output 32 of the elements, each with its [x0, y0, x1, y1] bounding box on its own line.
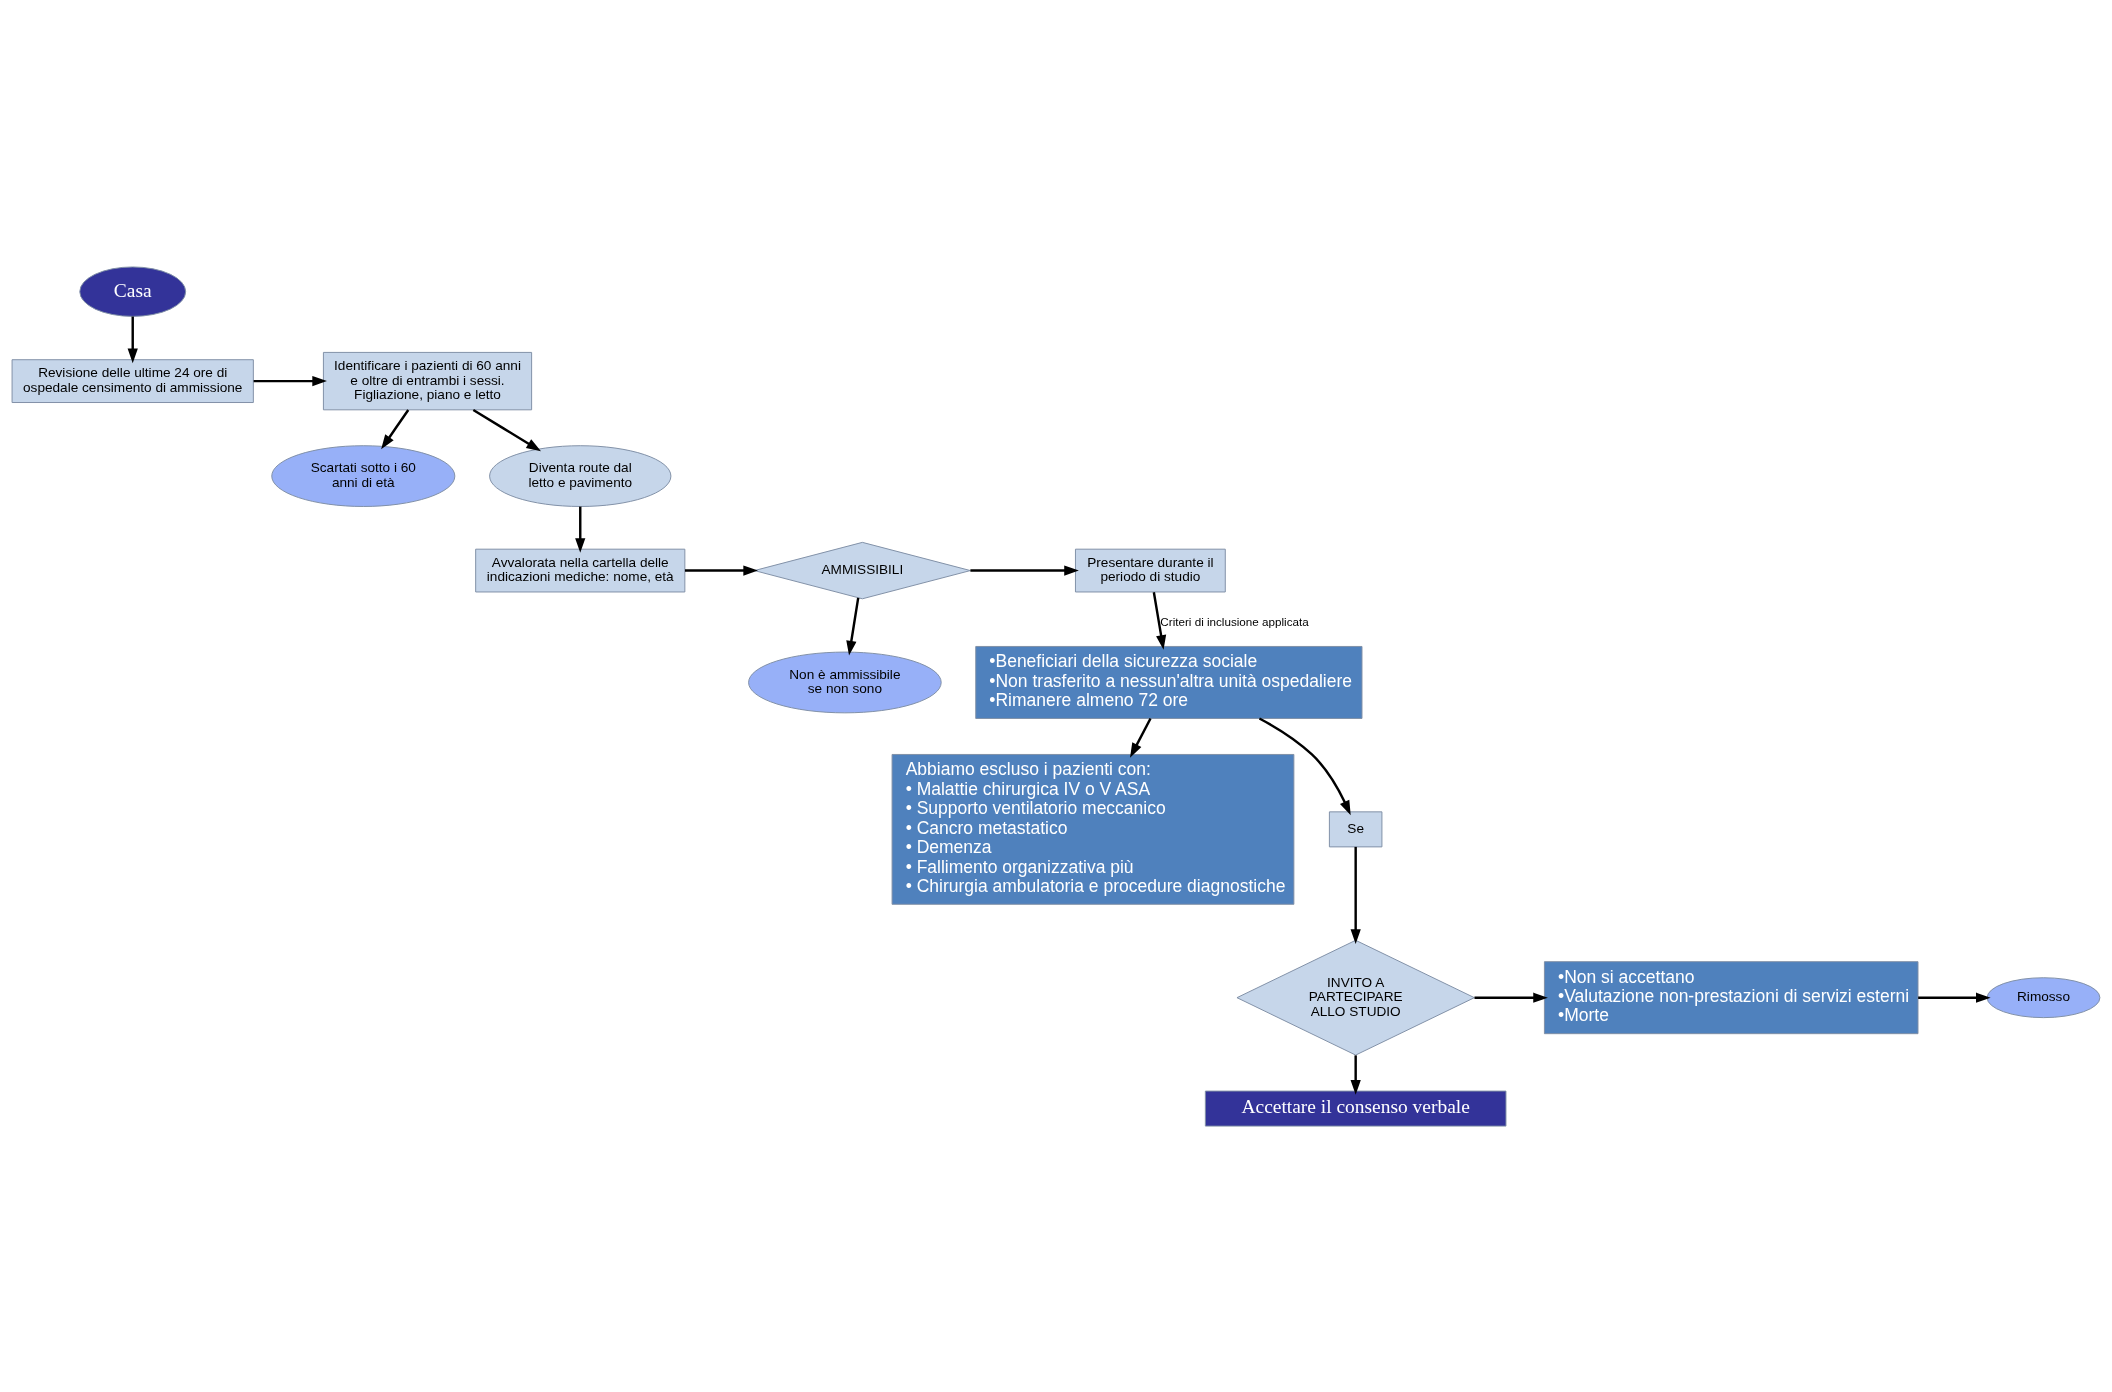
- arrow: [1130, 717, 1152, 758]
- node-box: Se: [1328, 810, 1383, 847]
- node-box: Avvalorata nella cartella delle indicazioni mediche: nome, età: [475, 548, 686, 592]
- arrow: [381, 408, 410, 449]
- node-ellipse: Non è ammissibile se non sono: [748, 651, 942, 713]
- arrow: [1474, 992, 1548, 1003]
- edge-label: Criteri di inclusione applicata: [1160, 614, 1309, 628]
- arrow: [1918, 992, 1991, 1003]
- node-diamond: INVITO A PARTECIPARE ALLO STUDIO: [1236, 939, 1475, 1056]
- arrow: [575, 506, 586, 553]
- node-box: Revisione delle ultime 24 ore di ospedale censimento di ammissione: [11, 358, 254, 403]
- node-box: Abbiamo escluso i pazienti con: • Malattie chirurgica IV o V ASA • Supporto ventilatorio meccanico • Cancro metastatico • Demenza • Fallimento organizzativa più • Chirurgia ambulatoria e procedure diagnostiche: [891, 753, 1295, 905]
- node-diamond: AMMISSIBILI: [753, 541, 971, 599]
- arrow: [472, 408, 541, 451]
- arrow: [253, 375, 327, 386]
- node-box: Identificare i pazienti di 60 anni e oltre di entrambi i sessi. Figliazione, piano e letto: [322, 351, 533, 410]
- arrow: [684, 564, 758, 576]
- node-box: •Non si accettano •Valutazione non-prestazioni di servizi esterni •Morte: [1543, 960, 1919, 1034]
- node-ellipse: Casa: [79, 265, 187, 317]
- node-box: Accettare il consenso verbale: [1204, 1090, 1507, 1127]
- arrow: [1152, 591, 1167, 650]
- node-ellipse: Rimosso: [1986, 976, 2101, 1018]
- arrow: [970, 564, 1079, 576]
- arrow: [1350, 846, 1361, 944]
- node-ellipse: Scartati sotto i 60 anni di età: [271, 444, 456, 507]
- node-box: Presentare durante il periodo di studio: [1075, 548, 1226, 592]
- arrow: [1350, 1054, 1361, 1095]
- arrow: [846, 597, 860, 655]
- node-box: •Beneficiari della sicurezza sociale •Non trasferito a nessun'altra unità ospedaliere •Rimanere almeno 72 ore: [975, 645, 1363, 719]
- arrow: [1258, 716, 1351, 815]
- node-ellipse: Diventa route dal letto e pavimento: [489, 444, 672, 507]
- arrow: [127, 316, 138, 363]
